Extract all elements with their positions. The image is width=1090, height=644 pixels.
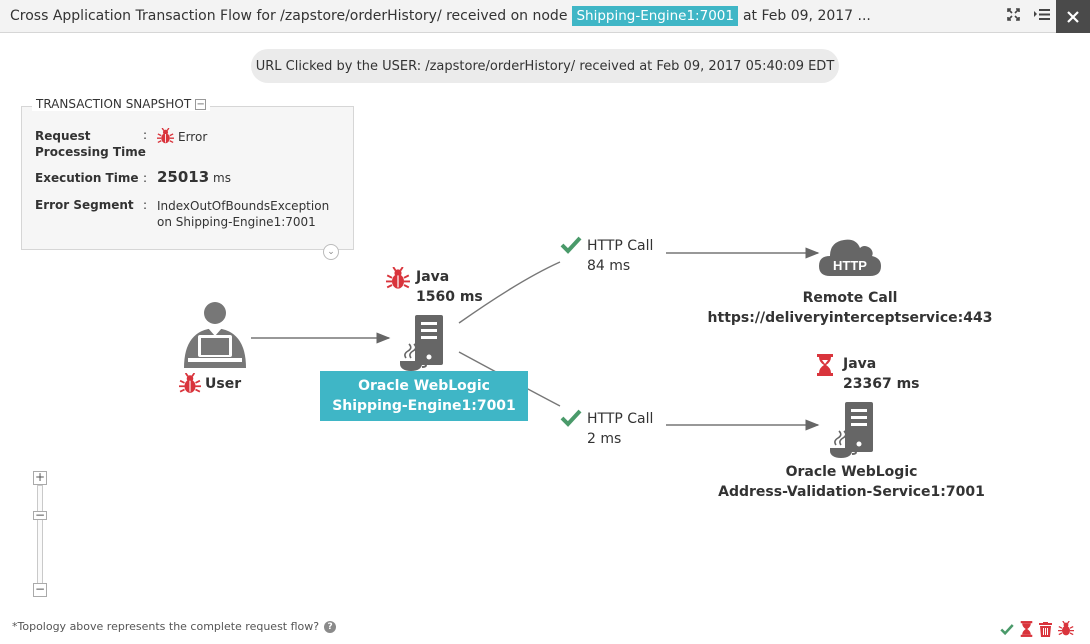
snapshot-label-line: Request — [35, 129, 91, 143]
snapshot-error-text: Error — [178, 129, 208, 144]
title-node-badge: Shipping-Engine1:7001 — [572, 6, 738, 26]
selected-node-shipping-engine[interactable]: Oracle WebLogic Shipping-Engine1:7001 — [320, 371, 528, 421]
error-segment-line: IndexOutOfBoundsException — [157, 199, 330, 213]
snapshot-label-exec: Execution Time — [35, 171, 139, 185]
zoom-slider-track[interactable] — [37, 485, 43, 589]
close-button[interactable] — [1056, 0, 1090, 33]
remote-call-url: https://deliveryinterceptservice:443 — [707, 310, 993, 326]
remote-call-labels: Remote Call https://deliveryinterceptser… — [700, 288, 1000, 328]
zoom-slider-handle[interactable]: − — [33, 508, 47, 522]
status-legend — [1000, 621, 1074, 637]
snapshot-label-error: Error Segment — [35, 198, 134, 212]
exec-time-value: 25013 — [157, 168, 210, 186]
expand-snapshot-button[interactable]: ⌄ — [323, 244, 339, 260]
http-call-1-title[interactable]: HTTP Call — [587, 238, 654, 254]
zoom-out-button[interactable]: − — [33, 582, 47, 597]
http-cloud-icon: HTTP — [818, 234, 882, 278]
url-banner: URL Clicked by the USER: /zapstore/order… — [251, 49, 839, 83]
bug-icon[interactable] — [1058, 621, 1074, 637]
hourglass-icon[interactable] — [1020, 621, 1033, 637]
java-server-icon — [828, 400, 878, 460]
cloud-http-text: HTTP — [833, 258, 867, 273]
snapshot-label-request: Request Processing Time — [35, 128, 146, 160]
list-menu-icon[interactable] — [1034, 8, 1050, 21]
title-prefix: Cross Application Transaction Flow for /… — [10, 8, 568, 24]
user-label: User — [205, 376, 242, 392]
hourglass-icon — [816, 354, 834, 376]
check-icon — [560, 408, 582, 428]
bug-icon — [386, 267, 410, 291]
title-suffix: at Feb 09, 2017 ... — [742, 8, 871, 24]
address-node-line2: Address-Validation-Service1:7001 — [718, 484, 985, 500]
bug-icon — [179, 373, 201, 395]
snapshot-colon: : — [143, 198, 148, 212]
remote-call-title: Remote Call — [802, 290, 898, 306]
chevron-down-icon: ⌄ — [327, 247, 335, 257]
address-node-line1: Oracle WebLogic — [785, 464, 918, 480]
help-icon[interactable]: ? — [324, 620, 337, 633]
transaction-snapshot-panel: TRANSACTION SNAPSHOT − Request Processin… — [21, 97, 354, 250]
address-server-node[interactable] — [828, 400, 878, 460]
error-segment-line: on Shipping-Engine1:7001 — [157, 215, 316, 229]
snapshot-value-exec: 25013 ms — [157, 168, 231, 186]
zoom-in-button[interactable]: + — [33, 470, 47, 485]
snapshot-title: TRANSACTION SNAPSHOT — [36, 97, 192, 111]
address-node-labels: Oracle WebLogic Address-Validation-Servi… — [700, 462, 1003, 502]
http-call-2-time: 2 ms — [587, 431, 622, 447]
http-call-2-title[interactable]: HTTP Call — [587, 411, 654, 427]
collapse-icon[interactable]: − — [195, 98, 207, 110]
exec-time-unit: ms — [213, 171, 231, 185]
http-call-1-time: 84 ms — [587, 258, 631, 274]
snapshot-value-request: Error — [157, 128, 207, 145]
java-remote-title: Java — [843, 356, 877, 372]
user-avatar-icon — [180, 300, 250, 370]
java-server-node[interactable] — [398, 313, 448, 373]
user-node[interactable] — [180, 300, 250, 370]
bug-icon — [157, 128, 174, 145]
zoom-control: + − − — [33, 471, 47, 599]
trash-icon[interactable] — [1039, 621, 1052, 637]
snapshot-label-line: Processing Time — [35, 145, 146, 159]
snapshot-value-error: IndexOutOfBoundsException on Shipping-En… — [157, 198, 329, 230]
footnote-text: *Topology above represents the complete … — [12, 620, 320, 633]
footnote: *Topology above represents the complete … — [12, 620, 337, 633]
check-icon — [560, 235, 582, 255]
snapshot-colon: : — [143, 128, 148, 142]
window-title: Cross Application Transaction Flow for /… — [0, 6, 871, 26]
java-main-title: Java — [416, 269, 450, 285]
remote-call-node[interactable]: HTTP — [818, 234, 882, 278]
snapshot-legend: TRANSACTION SNAPSHOT − — [32, 97, 211, 111]
java-remote-time: 23367 ms — [843, 376, 920, 392]
close-icon — [1067, 10, 1079, 23]
check-icon[interactable] — [1000, 623, 1014, 636]
java-main-time: 1560 ms — [416, 289, 483, 305]
snapshot-colon: : — [143, 171, 148, 185]
user-label-group: User — [179, 373, 241, 395]
title-bar: Cross Application Transaction Flow for /… — [0, 0, 1090, 33]
selected-node-line1: Oracle WebLogic — [358, 378, 490, 394]
selected-node-line2: Shipping-Engine1:7001 — [332, 398, 516, 414]
java-server-icon — [398, 313, 448, 373]
fullscreen-icon[interactable] — [1007, 8, 1020, 21]
